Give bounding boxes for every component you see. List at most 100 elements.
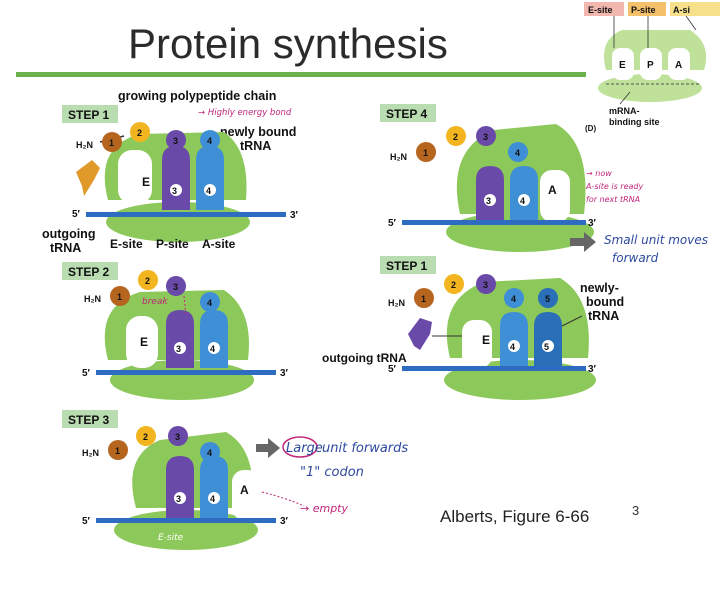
step1-outgoing-2: tRNA — [50, 241, 81, 255]
svg-text:1: 1 — [109, 138, 114, 148]
step2-panel: STEP 2 E 3 4 1 2 3 4 H₂N break 5′ 3′ — [62, 262, 289, 400]
svg-text:4: 4 — [210, 494, 215, 504]
step1-mrna — [86, 212, 286, 217]
inset-mrna-label-2: binding site — [609, 117, 660, 127]
step3-badge — [62, 410, 118, 428]
svg-text:3: 3 — [173, 282, 178, 292]
inset-panel-label: (D) — [585, 124, 596, 133]
step1-aa-1 — [102, 132, 122, 152]
step3-trna-4 — [200, 456, 228, 520]
svg-text:4: 4 — [511, 294, 516, 304]
step1b-esite-pocket — [462, 320, 492, 368]
title-rule — [16, 72, 586, 77]
inset-letter-a: A — [675, 60, 682, 71]
step1b-aa-1 — [414, 288, 434, 308]
svg-text:5′: 5′ — [388, 364, 397, 375]
inset-letter-e: E — [619, 60, 626, 71]
svg-text:5: 5 — [545, 294, 550, 304]
step4-aa-2 — [446, 126, 466, 146]
inset-mrna-label-1: mRNA- — [609, 106, 640, 116]
figure-credit: Alberts, Figure 6-66 — [440, 507, 590, 526]
step1-badge — [62, 105, 118, 123]
inset-psite-tag — [628, 2, 666, 16]
step1-h2n: H₂N — [76, 140, 93, 150]
step2-aa-1 — [110, 286, 130, 306]
step3-empty-note: → empty — [300, 502, 348, 515]
step1-aa-3 — [166, 130, 186, 150]
step3-circle-mark — [282, 436, 318, 458]
svg-text:4: 4 — [206, 186, 211, 196]
svg-text:A: A — [548, 183, 557, 197]
step4-badge — [380, 104, 436, 122]
svg-text:5′: 5′ — [82, 368, 91, 379]
step1-esite-pocket — [118, 150, 152, 204]
inset-ribosome: E-site P-site A-si E P A mRNA- binding s… — [584, 2, 720, 133]
step1-trna-3 — [162, 146, 190, 210]
svg-text:4: 4 — [207, 298, 212, 308]
step3-panel: STEP 3 A 3 4 1 2 3 4 H₂N 5′ 3′ E-site — [62, 410, 408, 550]
svg-text:E: E — [140, 335, 148, 349]
svg-text:3: 3 — [176, 494, 181, 504]
svg-text:4: 4 — [207, 136, 212, 146]
step4-aa-1 — [416, 142, 436, 162]
svg-text:3: 3 — [172, 186, 177, 196]
svg-text:4: 4 — [510, 342, 515, 352]
step1-esite-label: E-site — [110, 237, 143, 251]
svg-text:4: 4 — [207, 448, 212, 458]
step3-arrow — [256, 438, 280, 458]
inset-asite-label: A-si — [673, 5, 690, 15]
step1-asite-label: A-site — [202, 237, 236, 251]
step1-panel: STEP 1 growing polypeptide chain → Highl… — [42, 89, 299, 255]
step2-trna-3 — [166, 310, 194, 368]
step1-psite-label: P-site — [156, 237, 189, 251]
svg-text:H₂N: H₂N — [390, 152, 407, 162]
svg-text:H₂N: H₂N — [84, 294, 101, 304]
step3-aa-2 — [136, 426, 156, 446]
step1b-outgoing-trna — [408, 318, 432, 350]
step4-asite-pocket — [540, 170, 570, 222]
step2-aa-2 — [138, 270, 158, 290]
inset-small-subunit — [598, 74, 702, 102]
inset-psite-label: P-site — [631, 5, 656, 15]
step1b-outgoing: outgoing tRNA — [322, 351, 407, 365]
step3-aa-1 — [108, 440, 128, 460]
step1-bond-note: → Highly energy bond — [198, 108, 292, 118]
svg-text:1: 1 — [423, 148, 428, 158]
step4-arrow-note-1: Small unit moves — [604, 233, 708, 247]
step3-aa-3 — [168, 426, 188, 446]
svg-text:2: 2 — [453, 132, 458, 142]
step1b-badge — [380, 256, 436, 274]
step4-mrna — [402, 220, 586, 225]
step1-trna-4 — [196, 146, 224, 210]
step4-note-3: for next tRNA — [586, 195, 640, 204]
svg-text:4: 4 — [520, 196, 525, 206]
step2-badge — [62, 262, 118, 280]
step3-note-circled: Large — [286, 441, 323, 456]
step3-badge-label: STEP 3 — [68, 413, 109, 427]
svg-text:3: 3 — [486, 196, 491, 206]
svg-text:1: 1 — [115, 446, 120, 456]
step1b-newly-1: newly- — [580, 281, 619, 295]
step4-panel: STEP 4 A 3 4 1 2 3 4 H₂N 5′ 3′ → now A-s… — [380, 104, 708, 265]
step2-badge-label: STEP 2 — [68, 265, 109, 279]
step4-aa-3 — [476, 126, 496, 146]
svg-text:3: 3 — [173, 136, 178, 146]
step1-esite-letter: E — [142, 175, 150, 189]
inset-esite-label: E-site — [588, 5, 613, 15]
step1b-aa-2 — [444, 274, 464, 294]
svg-text:1: 1 — [117, 292, 122, 302]
step3-note-rest: unit forwards — [322, 441, 408, 456]
svg-text:5′: 5′ — [388, 218, 397, 229]
svg-text:3: 3 — [175, 432, 180, 442]
slide-title: Protein synthesis — [128, 20, 448, 67]
svg-text:3: 3 — [483, 280, 488, 290]
page-number: 3 — [632, 503, 640, 518]
svg-text:1: 1 — [421, 294, 426, 304]
svg-text:3′: 3′ — [280, 368, 289, 379]
step1-aa-2 — [130, 122, 150, 142]
step4-note-1: → now — [586, 169, 612, 178]
step4-note-2: A-site is ready — [585, 182, 643, 191]
step1b-aa-3 — [476, 274, 496, 294]
step4-aa-4 — [508, 142, 528, 162]
